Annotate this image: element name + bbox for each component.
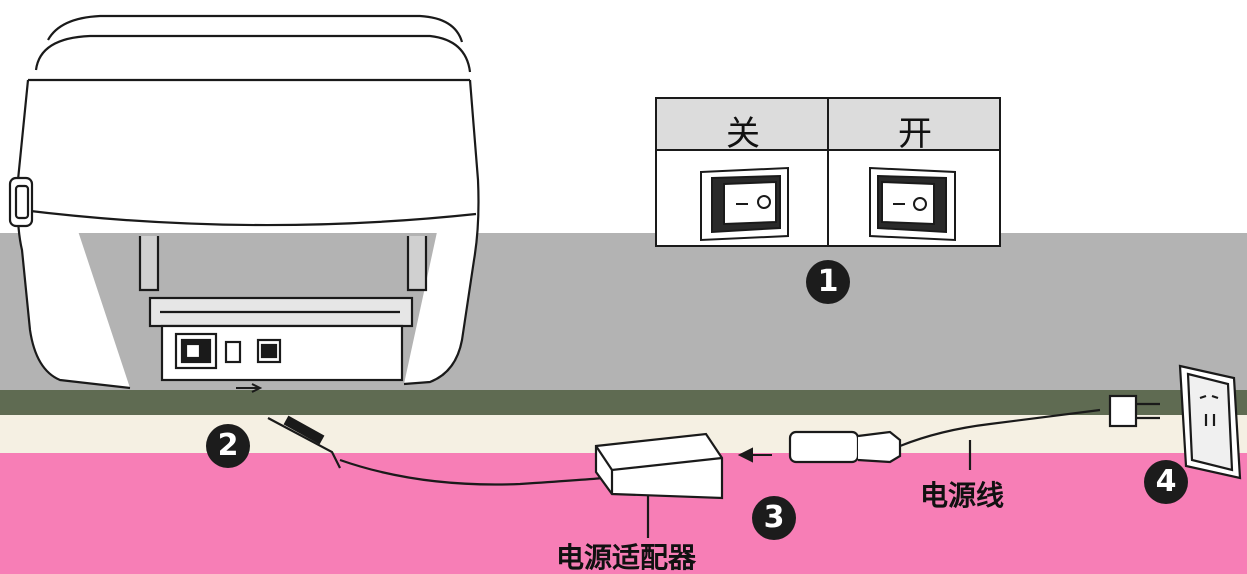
- step-4-badge: 4: [1144, 460, 1188, 504]
- power-adapter-label: 电源适配器: [556, 541, 697, 574]
- wall-socket-illustration: [1178, 364, 1242, 480]
- switch-on-icon: [869, 166, 956, 242]
- printer-illustration: [8, 14, 480, 393]
- step-3-badge: 3: [752, 496, 796, 540]
- step-1-badge: 1: [806, 260, 850, 304]
- step-2-badge: 2: [206, 424, 250, 468]
- switch-off-icon: [700, 166, 789, 242]
- switch-on-label: 开: [898, 114, 932, 154]
- olive-strip: [0, 390, 1247, 415]
- arrow-icon: [737, 447, 772, 463]
- switch-off-label: 关: [726, 114, 760, 154]
- power-adapter-illustration: [267, 415, 724, 538]
- power-cord-illustration: [788, 394, 1160, 470]
- power-cord-label: 电源线: [920, 479, 1005, 512]
